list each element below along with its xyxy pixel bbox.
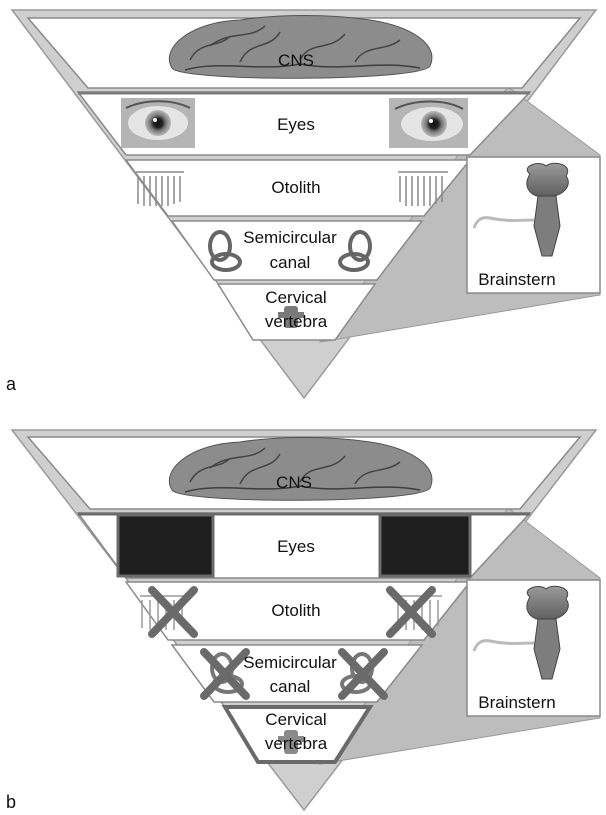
brainstem-label: Brainstern	[478, 270, 555, 289]
otolith-label: Otolith	[271, 601, 320, 620]
semicircular-label-line1: Semicircular	[243, 228, 337, 247]
panel-a: CNS Eyes Otolith	[6, 10, 600, 398]
semicircular-label-line2: canal	[270, 253, 311, 272]
semicircular-label-line2: canal	[270, 677, 311, 696]
right-eye-blackout	[380, 515, 470, 576]
brainstem-label: Brainstern	[478, 693, 555, 712]
eyes-label: Eyes	[277, 115, 315, 134]
panel-a-letter: a	[6, 374, 17, 394]
left-eye-image	[121, 98, 195, 148]
panel-b: CNS Eyes Otolith	[6, 430, 600, 812]
semicircular-label-line1: Semicircular	[243, 653, 337, 672]
cervical-label-line2: vertebra	[265, 312, 328, 331]
eyes-label: Eyes	[277, 537, 315, 556]
otolith-label: Otolith	[271, 178, 320, 197]
cervical-label-line1: Cervical	[265, 710, 326, 729]
panel-b-letter: b	[6, 792, 16, 812]
cns-label: CNS	[278, 51, 314, 70]
cervical-label-line2: vertebra	[265, 734, 328, 753]
left-eye-blackout	[118, 515, 213, 576]
right-eye-image	[389, 98, 468, 148]
cervical-label-line1: Cervical	[265, 288, 326, 307]
cns-label: CNS	[276, 473, 312, 492]
